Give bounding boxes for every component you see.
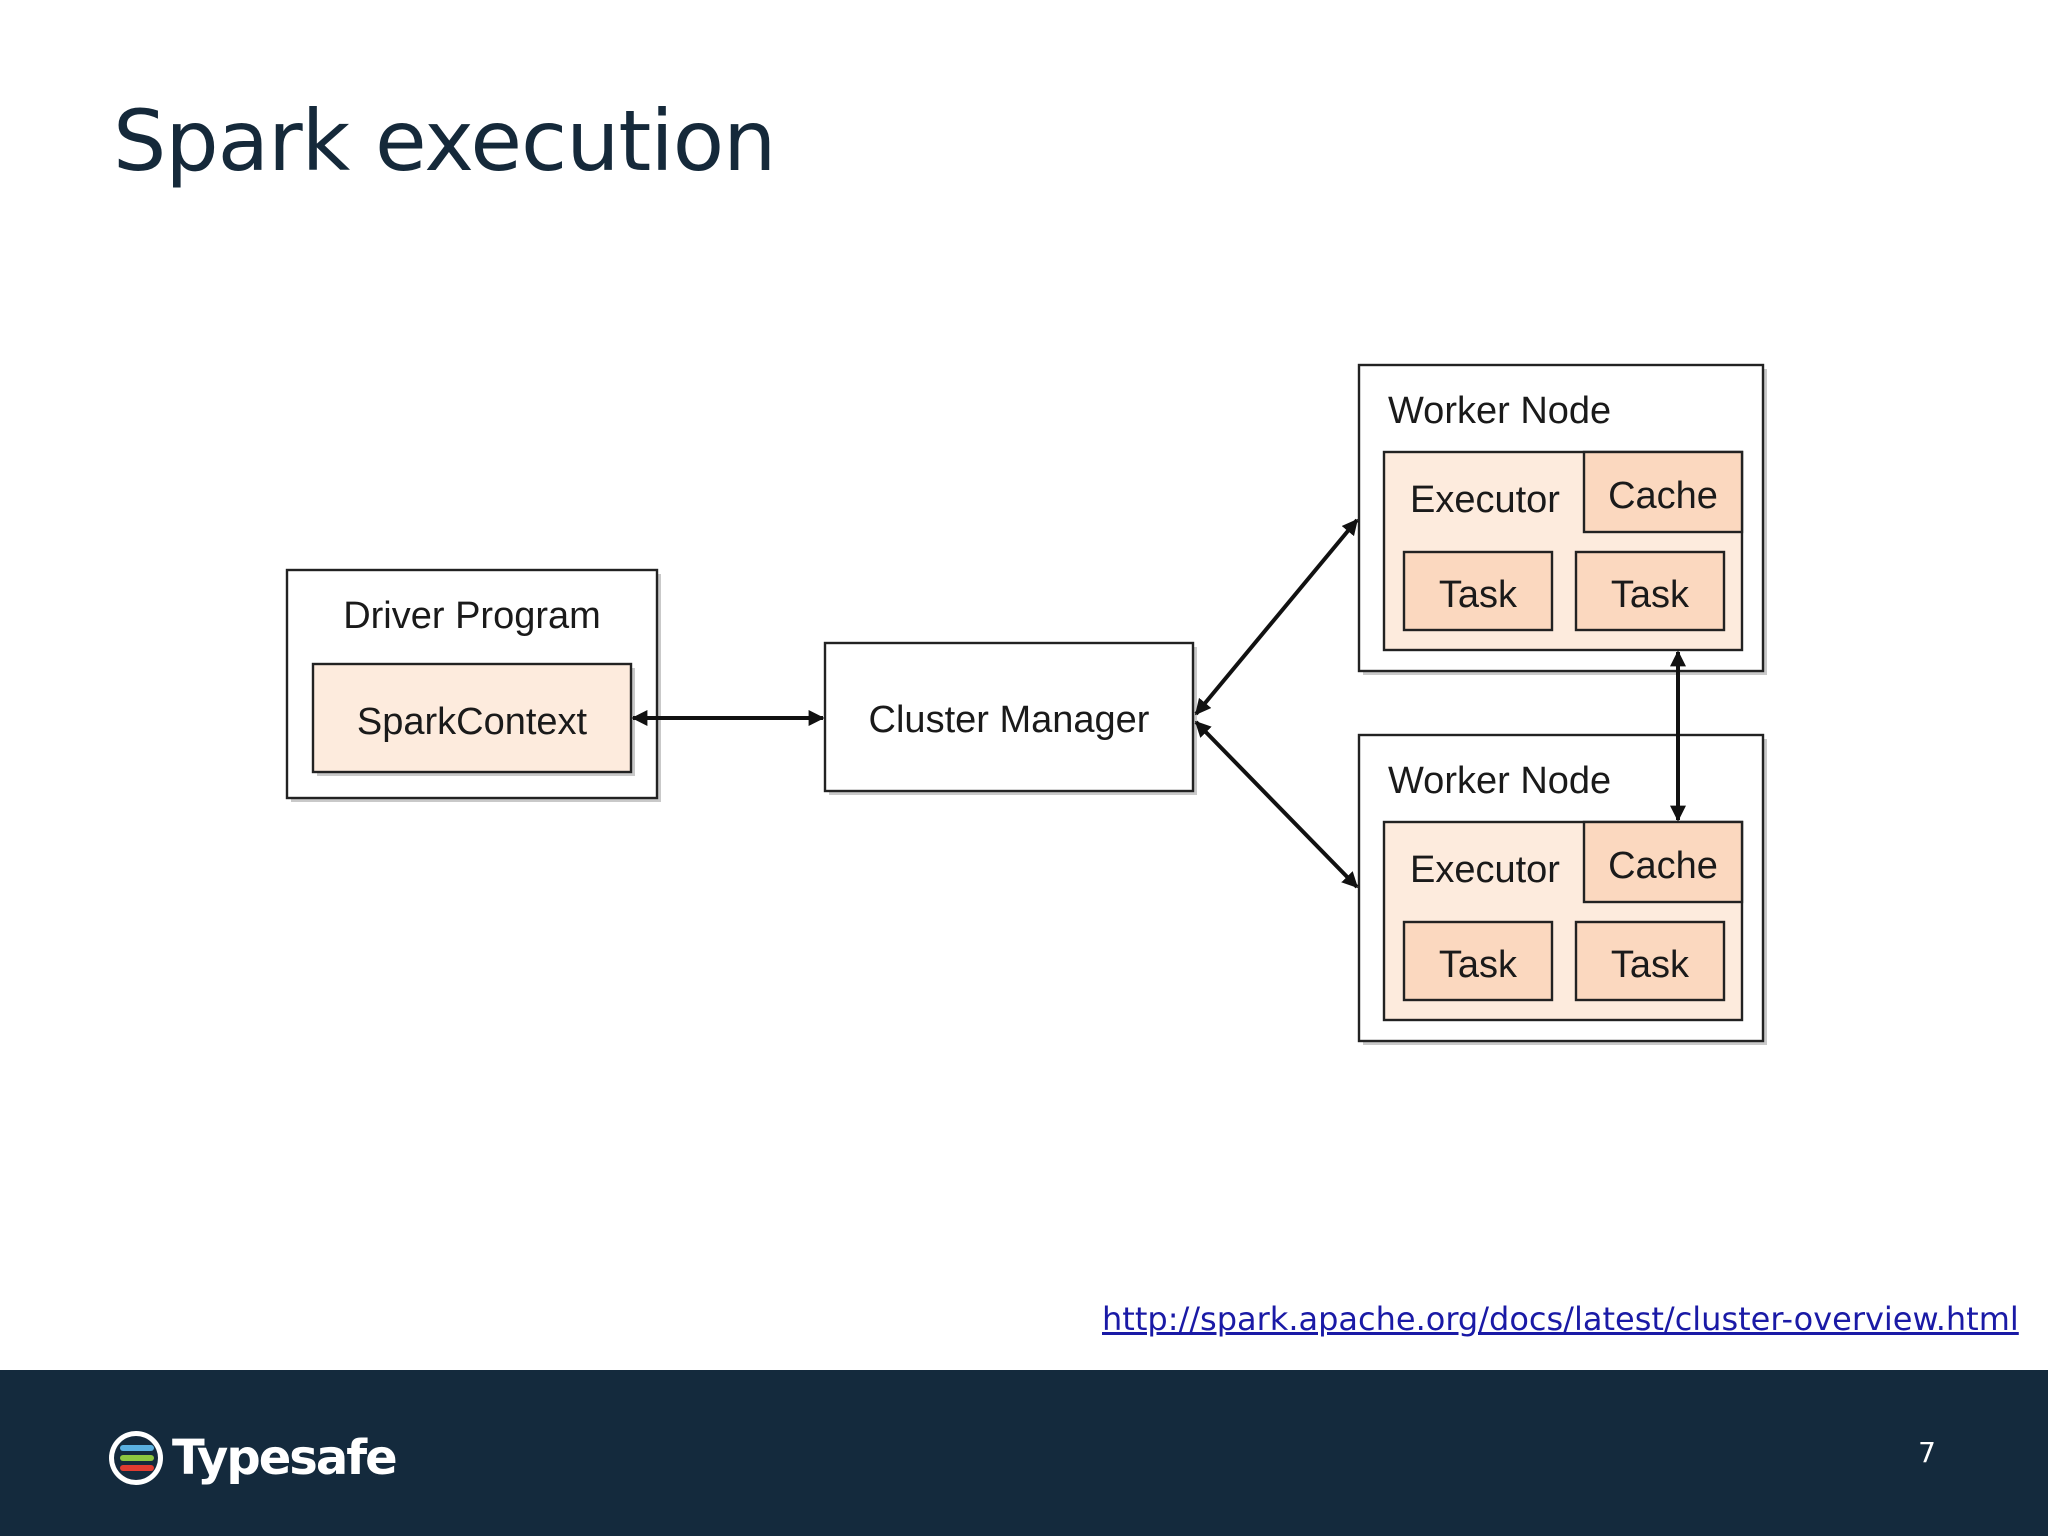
worker-node-label: Worker Node	[1388, 760, 1611, 802]
cluster-diagram: Driver Program SparkContext Cluster Mana…	[285, 363, 1767, 1045]
executor-label: Executor	[1410, 849, 1560, 891]
cluster-manager-label: Cluster Manager	[869, 699, 1150, 741]
cache-label: Cache	[1608, 845, 1718, 887]
cluster-worker1-arrow	[1194, 518, 1359, 716]
task-label: Task	[1439, 574, 1518, 616]
page-number: 7	[1918, 1436, 1936, 1469]
cluster-worker2-arrow	[1194, 720, 1359, 889]
driver-program-box: Driver Program SparkContext	[285, 568, 661, 802]
task-label: Task	[1439, 944, 1518, 986]
typesafe-logo: Typesafe	[106, 1428, 398, 1488]
task-label: Task	[1611, 574, 1690, 616]
cluster-manager-box: Cluster Manager	[823, 641, 1197, 795]
driver-program-label: Driver Program	[343, 595, 601, 637]
typesafe-logo-icon	[109, 1431, 163, 1485]
executor-label: Executor	[1410, 479, 1560, 521]
worker-node-2: Worker Node Executor Cache Task Task	[1357, 733, 1767, 1045]
cache-label: Cache	[1608, 475, 1718, 517]
worker-node-1: Worker Node Executor Cache Task Task	[1357, 363, 1767, 675]
spark-context-label: SparkContext	[357, 701, 588, 743]
task-label: Task	[1611, 944, 1690, 986]
source-link[interactable]: http://spark.apache.org/docs/latest/clus…	[1102, 1300, 2019, 1338]
footer-bar: Typesafe 7	[0, 1370, 2048, 1536]
worker-node-label: Worker Node	[1388, 390, 1611, 432]
brand-name: Typesafe	[172, 1430, 398, 1486]
slide-title: Spark execution	[113, 92, 776, 190]
